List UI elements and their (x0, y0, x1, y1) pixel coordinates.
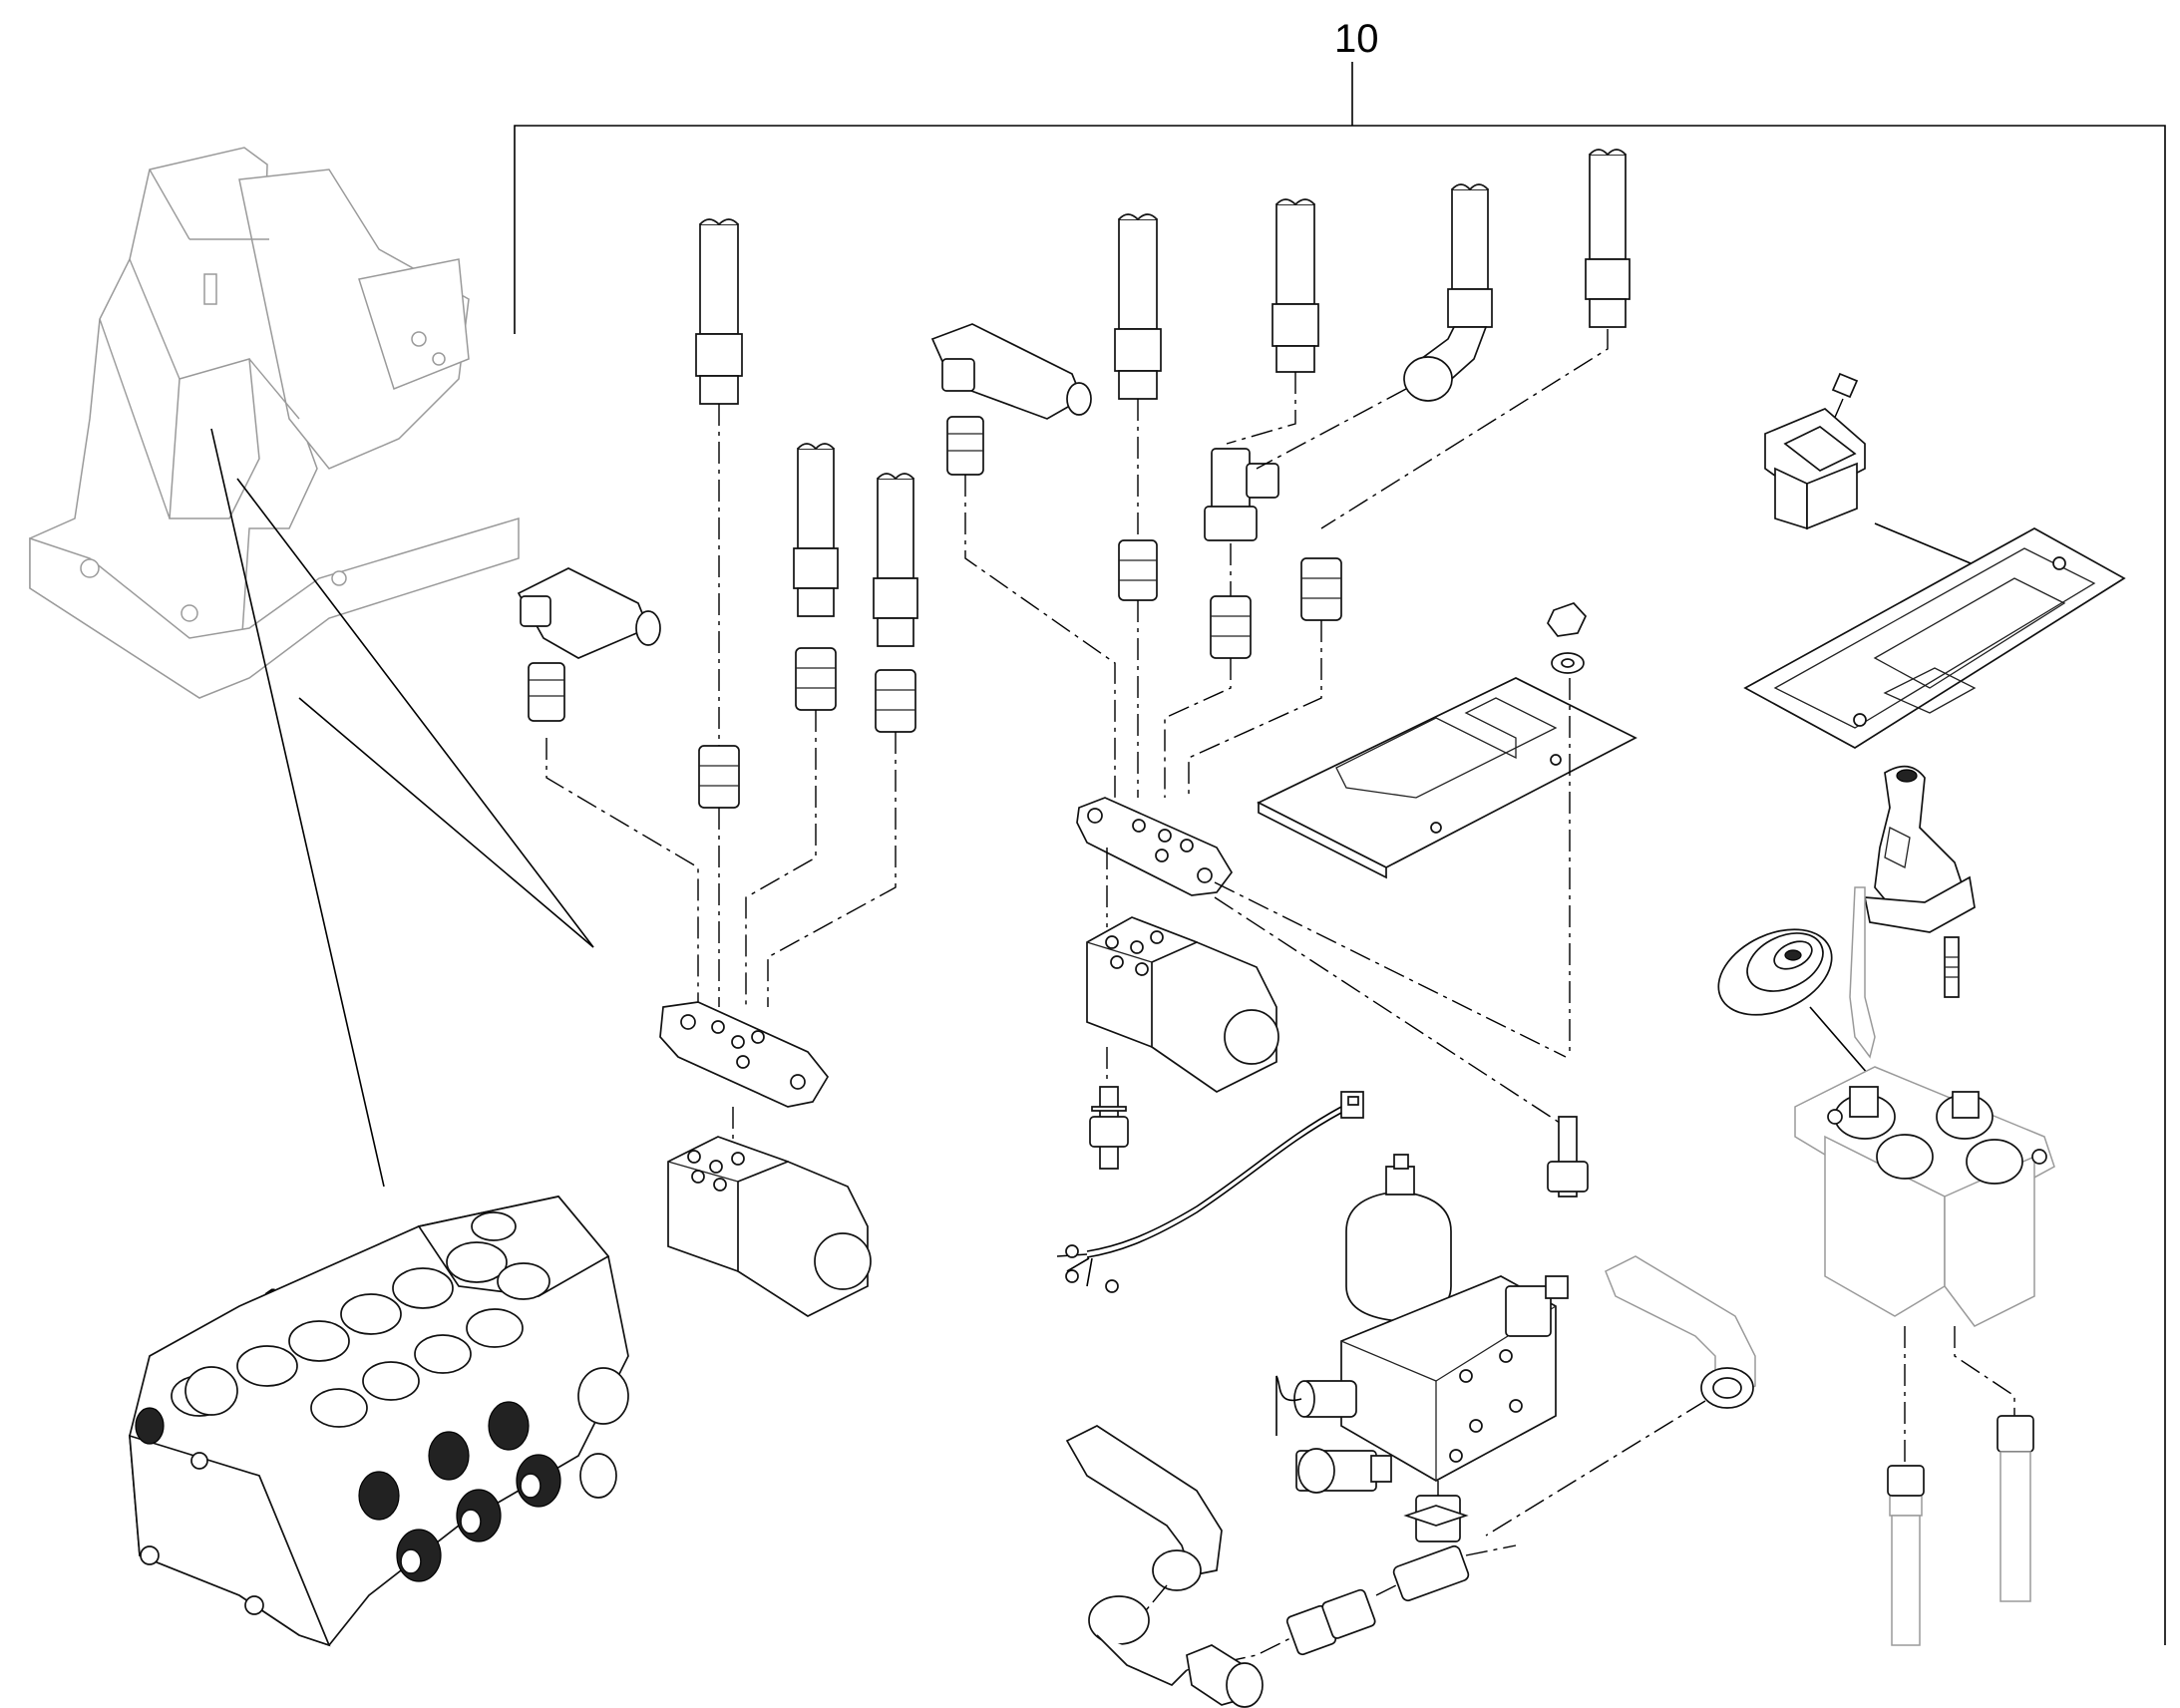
valve-block (1341, 1276, 1556, 1481)
solenoid-valve-left (668, 1137, 871, 1316)
adapter-fitting-4 (876, 670, 915, 732)
callout-10-bracket (515, 126, 2165, 1645)
leader-boot-to-valve (1810, 1007, 1875, 1082)
valve-spool-row (136, 1402, 560, 1581)
port-fitting-left (1294, 1381, 1356, 1417)
leader-frame-base (299, 698, 593, 947)
accumulator (1346, 1192, 1451, 1321)
rocker-switch (1765, 409, 1865, 528)
hose-center-3 (1404, 184, 1492, 401)
manifold-plate-left (660, 1002, 828, 1107)
hose-left-1 (696, 219, 742, 404)
pilot-valve (1795, 887, 2054, 1326)
callout-10-group: 10 (515, 17, 2165, 1645)
switch-assembly (1745, 374, 2124, 748)
adapter-fitting-5 (947, 417, 983, 475)
hose-center-1 (1115, 214, 1161, 399)
rubber-boot (1705, 912, 1846, 1032)
hose-right-lower (1486, 1256, 1755, 1536)
elbow-swivel-1 (1089, 1596, 1187, 1685)
tee-fitting-lower (1406, 1496, 1466, 1541)
hose-center-2 (1272, 199, 1318, 372)
valve-port-4 (341, 1294, 401, 1334)
joystick-assembly (1705, 767, 2054, 1645)
elbow-fitting-left (519, 568, 660, 658)
valve-outlet-port (578, 1368, 628, 1424)
wiring-harness (1057, 1092, 1363, 1292)
union-fitting (1392, 1544, 1470, 1602)
joystick-handle (1865, 767, 1975, 932)
adapter-fitting-2 (699, 746, 739, 808)
hose-left-lower (1067, 1426, 1516, 1707)
switch-cap (1833, 374, 1857, 397)
pilot-hose-2 (1998, 1416, 2033, 1601)
loader-frame (30, 148, 519, 698)
valve-port-6 (447, 1242, 507, 1282)
bolt-center (1090, 1087, 1128, 1169)
hose-left-3 (874, 474, 917, 646)
leader-frame-to-manifold (237, 479, 593, 947)
elbow-swivel-2 (1187, 1645, 1263, 1707)
loader-frame-base (30, 518, 519, 698)
pilot-hose-1 (1888, 1466, 1924, 1645)
manifold-plate-center (1077, 798, 1232, 895)
cover-plate (1259, 603, 1635, 1057)
hose-left-2 (794, 444, 838, 616)
pressure-switch (1506, 1276, 1568, 1336)
solenoid-valve-center (1087, 917, 1278, 1092)
solenoid-coil (1296, 1449, 1391, 1493)
elbow-fitting-center (932, 324, 1091, 419)
callout-10-label: 10 (1334, 17, 1379, 61)
valve-relief-cap (185, 1367, 237, 1415)
nut-top (1548, 603, 1586, 636)
center-hose-group (932, 150, 1630, 1196)
washer (1552, 653, 1584, 673)
loader-frame-side-plate (239, 170, 469, 469)
adapter-fitting-8 (1301, 558, 1341, 620)
valve-port-3 (289, 1321, 349, 1361)
valve-port-5 (393, 1268, 453, 1308)
valve-port-2 (237, 1346, 297, 1386)
adapter-fitting-3 (796, 648, 836, 710)
leader-frame-to-valve (211, 429, 384, 1187)
joystick-stem (1945, 937, 1959, 997)
accumulator-valve-block (1276, 1155, 1568, 1541)
straight-adapter (1285, 1588, 1376, 1655)
adapter-fitting-1 (529, 663, 564, 721)
adapter-fitting-7 (1211, 596, 1251, 658)
hose-center-4 (1586, 150, 1630, 327)
adapter-fitting-6 (1119, 540, 1157, 600)
control-valve-bank (130, 1196, 628, 1645)
cover-plate-cutout (1336, 698, 1556, 798)
tee-fitting (1205, 449, 1278, 540)
switch-bezel-plate (1745, 528, 2124, 748)
left-hose-group (519, 219, 917, 1316)
bolt-right (1548, 1117, 1588, 1196)
valve-bank-end-cover (130, 1436, 329, 1645)
